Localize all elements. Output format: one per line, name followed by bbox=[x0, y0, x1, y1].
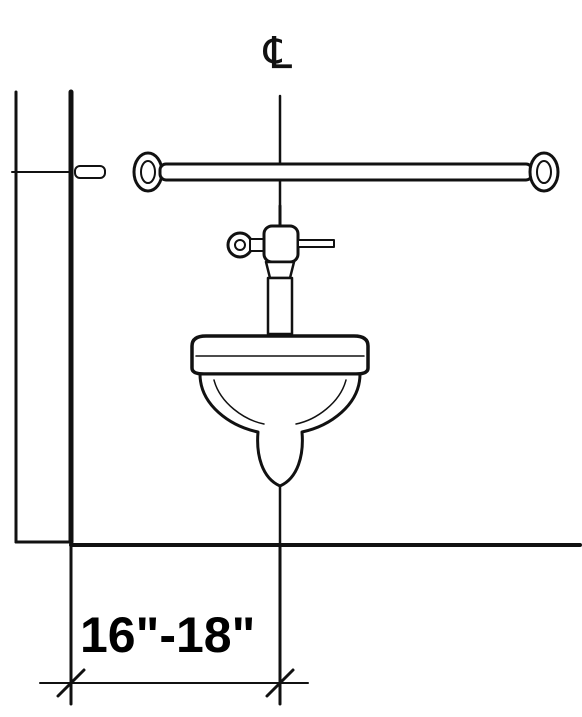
grab-bar bbox=[132, 151, 560, 193]
side-wall bbox=[14, 89, 74, 545]
wall-accessory bbox=[11, 165, 106, 179]
dimension-label: 16"-18" bbox=[80, 607, 255, 663]
dimension-text-background bbox=[78, 606, 273, 658]
centerline-symbol: ℄ bbox=[263, 28, 293, 79]
urinal bbox=[190, 334, 370, 488]
dimension-wall-to-centerline bbox=[39, 540, 309, 706]
flush-valve bbox=[226, 204, 335, 336]
